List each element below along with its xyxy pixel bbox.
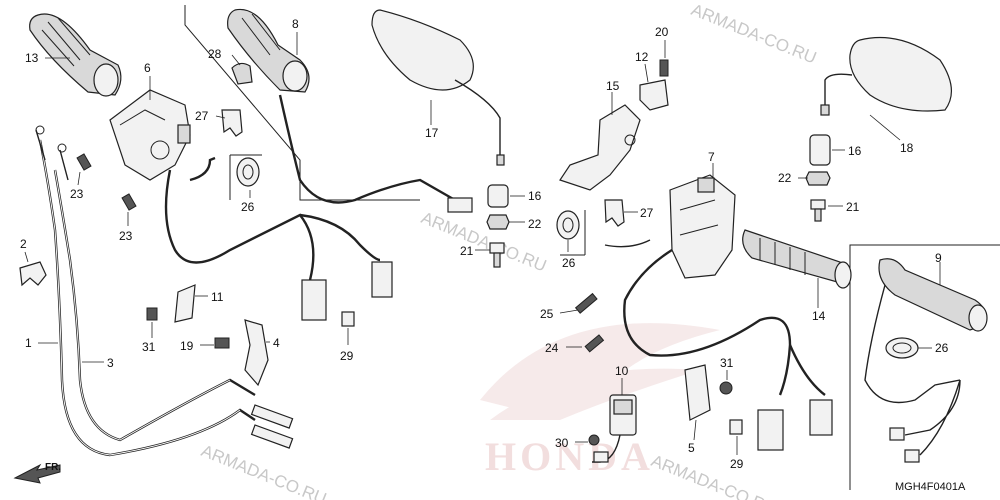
label-part-3: 3 — [107, 356, 114, 370]
left-mirror — [371, 9, 505, 166]
label-part-12: 12 — [635, 50, 649, 64]
part-callouts: 13 6 8 28 27 26 17 16 22 21 20 12 15 7 2… — [20, 17, 949, 471]
label-part-21-right: 21 — [846, 200, 860, 214]
diagram-code: MGH4F0401A — [895, 481, 966, 493]
label-part-30: 30 — [555, 436, 569, 450]
left-grip — [29, 13, 122, 97]
honda-wing-logo: HONDA — [480, 323, 720, 479]
front-arrow: FR. — [13, 462, 61, 484]
label-part-31-left: 31 — [142, 340, 156, 354]
label-part-23-upper: 23 — [70, 187, 84, 201]
label-part-8: 8 — [292, 17, 299, 31]
switch-10 — [588, 394, 637, 463]
collar-bracket-left — [229, 154, 262, 200]
label-part-11: 11 — [211, 290, 224, 304]
label-part-15: 15 — [606, 79, 620, 93]
clamp-27-left — [221, 109, 243, 137]
inset-frame — [849, 244, 1000, 490]
label-part-10: 10 — [615, 364, 629, 378]
label-part-16-right: 16 — [848, 144, 862, 158]
label-part-18: 18 — [900, 141, 914, 155]
label-part-16-left: 16 — [528, 189, 542, 203]
label-part-24: 24 — [545, 341, 559, 355]
label-part-27-left: 27 — [195, 109, 209, 123]
label-part-14: 14 — [812, 309, 826, 323]
mirror-adapter-right — [805, 134, 831, 222]
bolt-24 — [584, 334, 605, 353]
label-part-26-inset: 26 — [935, 341, 949, 355]
left-wire-harness — [164, 156, 393, 327]
collar-26-inset — [885, 337, 919, 359]
right-grip — [742, 229, 852, 289]
label-part-1: 1 — [25, 336, 32, 350]
label-part-26-middle: 26 — [562, 256, 576, 270]
right-switch-harness — [604, 239, 833, 451]
label-part-4: 4 — [273, 336, 280, 350]
throttle-cables — [35, 125, 294, 457]
label-part-9: 9 — [935, 251, 942, 265]
label-part-7: 7 — [708, 150, 715, 164]
watermark-bottom-left: ARMADA-CO.RU — [199, 441, 330, 500]
label-part-17: 17 — [425, 126, 439, 140]
label-part-27-right: 27 — [640, 206, 654, 220]
label-part-21-left: 21 — [460, 244, 474, 258]
throttle-harness — [278, 94, 473, 213]
label-part-29-left: 29 — [340, 349, 354, 363]
right-switch-housing — [669, 174, 736, 279]
divider-line — [184, 5, 420, 201]
label-part-22-right: 22 — [778, 171, 792, 185]
label-part-13: 13 — [25, 51, 39, 65]
collar-26-left — [236, 157, 260, 187]
mirror-adapter-left — [486, 184, 510, 268]
honda-logo-text: HONDA — [485, 434, 654, 479]
label-part-26-left: 26 — [241, 200, 255, 214]
bracket-5 — [684, 364, 733, 421]
bracket-15 — [559, 104, 641, 191]
bolt-23-upper — [76, 153, 92, 171]
label-part-29-right: 29 — [730, 457, 744, 471]
label-part-23-lower: 23 — [119, 229, 133, 243]
clip-28 — [231, 62, 253, 85]
throttle-grip — [227, 8, 310, 93]
collar-26-middle — [556, 210, 580, 240]
left-switch-housing — [109, 89, 191, 181]
bracket-11 — [146, 284, 196, 323]
label-part-2: 2 — [20, 237, 27, 251]
label-part-20: 20 — [655, 25, 669, 39]
front-indicator-text: FR. — [45, 462, 61, 473]
heated-grip — [864, 258, 988, 463]
bolt-23-lower — [121, 193, 137, 211]
watermark-bottom-right: ARMADA-CO.RU — [649, 451, 780, 500]
right-mirror — [820, 36, 952, 116]
bracket-4 — [214, 319, 269, 387]
label-part-22-left: 22 — [528, 217, 542, 231]
clamp-27-right — [604, 199, 625, 227]
cable-clip-2 — [19, 261, 47, 287]
watermark-top-right: ARMADA-CO.RU — [689, 0, 820, 68]
bolt-25 — [574, 292, 598, 314]
label-part-31-right: 31 — [720, 356, 734, 370]
connector-29-right — [729, 419, 743, 435]
label-part-6: 6 — [144, 61, 151, 75]
holder-12 — [639, 59, 669, 111]
label-part-19: 19 — [180, 339, 194, 353]
label-part-28: 28 — [208, 47, 222, 61]
label-part-25: 25 — [540, 307, 554, 321]
label-part-5: 5 — [688, 441, 695, 455]
collar-bracket-middle — [560, 210, 586, 256]
